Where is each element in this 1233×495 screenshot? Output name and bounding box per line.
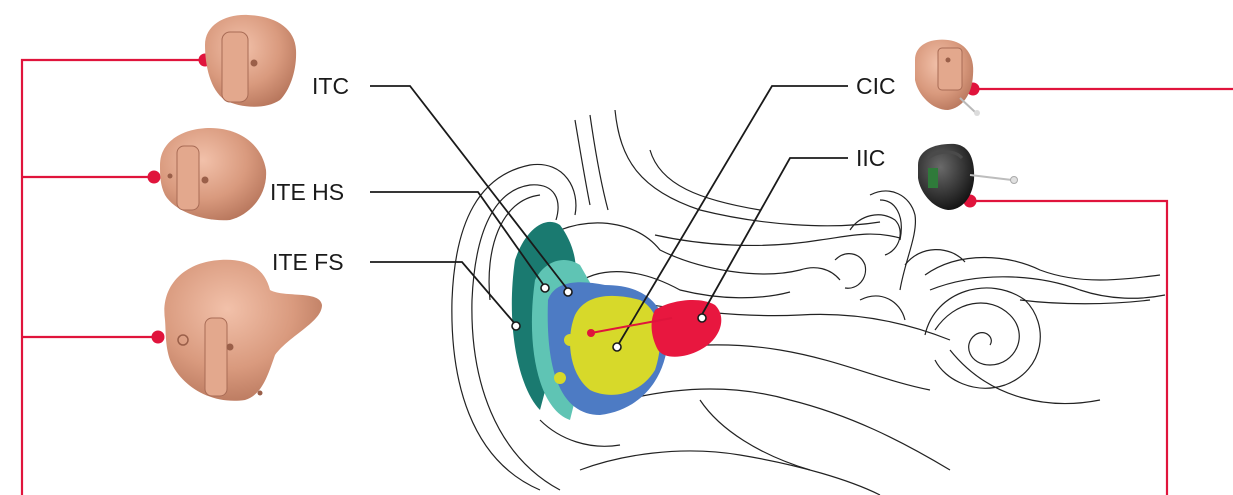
left-bracket [22,60,205,495]
ite-hs-device [160,128,266,220]
iic-bracket [970,201,1167,495]
iic-endpoint [698,314,706,322]
itc-endpoint [564,288,572,296]
label-itc: ITC [312,73,349,99]
ite-fs-endpoint [512,322,520,330]
ite-fs-device [164,260,322,401]
cic-vent-dot-1 [564,334,576,346]
iic-leader [700,158,848,318]
cic-endpoint [613,343,621,351]
label-cic: CIC [856,73,896,99]
cic-vent-dot-2 [554,372,566,384]
label-ite-fs: ITE FS [272,249,344,275]
label-iic: IIC [856,145,885,171]
label-ite-hs: ITE HS [270,179,344,205]
fit-zones [512,222,722,420]
itc-device [205,15,296,107]
iic-zone [652,300,722,357]
labels: ITC ITE HS ITE FS CIC IIC [270,73,896,275]
ite-hs-endpoint [541,284,549,292]
cic-device [915,40,980,116]
ite-fs-leader [370,262,516,325]
